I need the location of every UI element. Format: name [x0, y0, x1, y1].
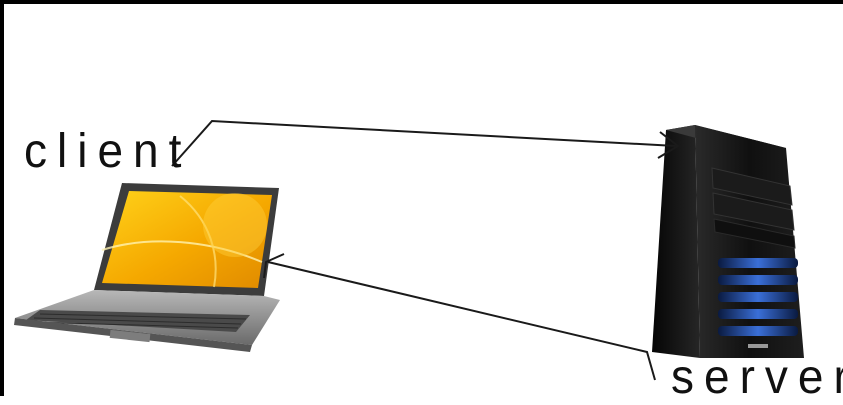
- server-tower-icon: [652, 125, 804, 358]
- server-label: server: [671, 348, 843, 405]
- arrow-server-to-client: [264, 254, 655, 380]
- client-label: client: [24, 122, 191, 179]
- client-server-diagram: [0, 0, 843, 396]
- arrow-client-to-server: [172, 121, 678, 166]
- laptop-icon: [14, 183, 280, 352]
